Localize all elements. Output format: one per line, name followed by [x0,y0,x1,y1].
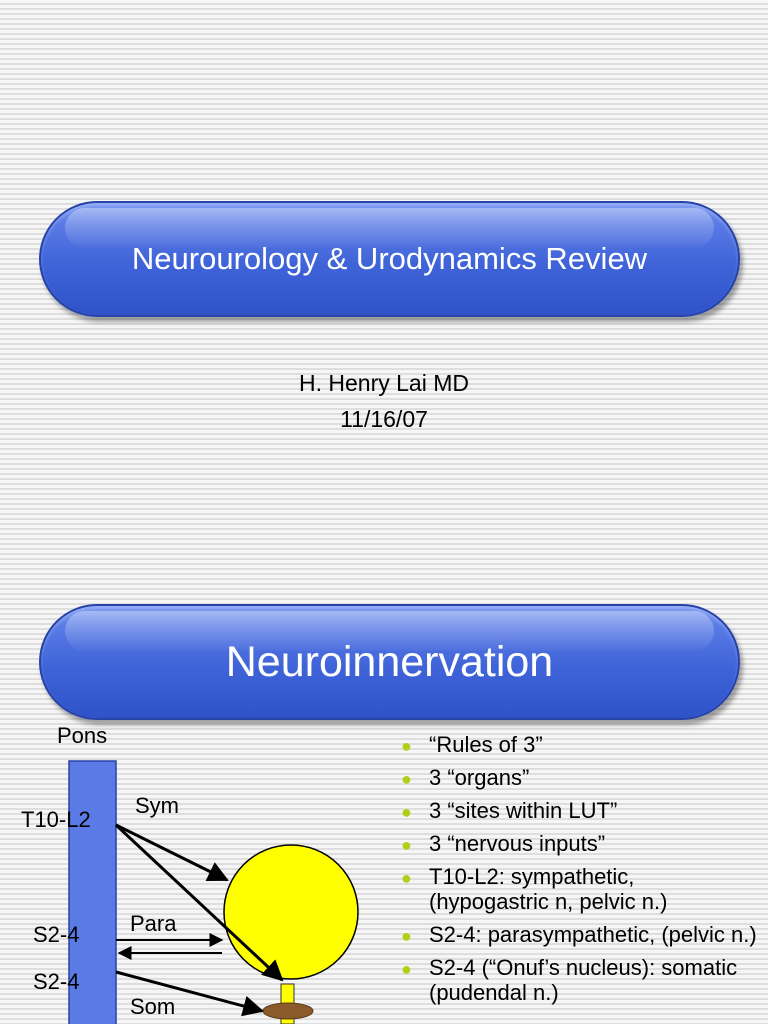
sym-arrow-outlet [114,823,284,982]
bullet-dot-icon: ● [401,868,412,888]
bullet-dot-icon: ● [401,769,412,789]
slide-1-title-bar: Neurourology & Urodynamics Review [39,201,740,317]
slide-2: Neuroinnervation Pons T10-L2 Sym S2-4 Pa… [0,512,768,1024]
list-item: ●“Rules of 3” [401,732,543,757]
slide-1: Neurourology & Urodynamics Review H. Hen… [39,201,740,432]
neuroinnervation-diagram: Pons T10-L2 Sym S2-4 Para S2-4 Som [21,723,359,1024]
slide-1-title: Neurourology & Urodynamics Review [131,241,648,276]
slide-2-title: Neuroinnervation [225,637,554,686]
list-item: ●3 “nervous inputs” [401,831,606,856]
som-label: Som [130,994,175,1019]
bullet-dot-icon: ● [401,736,412,756]
sym-label: Sym [135,793,179,818]
spinal-cord [68,760,117,1024]
bullet-dot-icon: ● [401,926,412,946]
bullet-dot-icon: ● [401,835,412,855]
sym-arrow-bladder [115,823,229,882]
para-label: Para [130,911,177,936]
som-arrow [115,970,265,1017]
list-item: ●S2-4 (“Onuf’s nucleus): somatic (pudend… [401,955,738,1005]
s2-4-para-label: S2-4 [33,922,79,947]
list-item: ●T10-L2: sympathetic, (hypogastric n, pe… [401,864,668,914]
t10-l2-label: T10-L2 [21,807,91,832]
list-item: ●3 “organs” [401,765,530,790]
s2-4-som-label: S2-4 [33,969,79,994]
list-item: ●3 “sites within LUT” [401,798,618,823]
author-name: H. Henry Lai MD [299,370,469,396]
presentation-date: 11/16/07 [340,406,428,432]
bullet-dot-icon: ● [401,959,412,979]
bullet-list: ●“Rules of 3” ●3 “organs” ●3 “sites with… [400,732,760,1013]
sphincter [262,1002,314,1020]
pons-label: Pons [57,723,107,748]
bladder [223,844,359,980]
list-item: ●S2-4: parasympathetic, (pelvic n.) [401,922,757,947]
bullet-dot-icon: ● [401,802,412,822]
